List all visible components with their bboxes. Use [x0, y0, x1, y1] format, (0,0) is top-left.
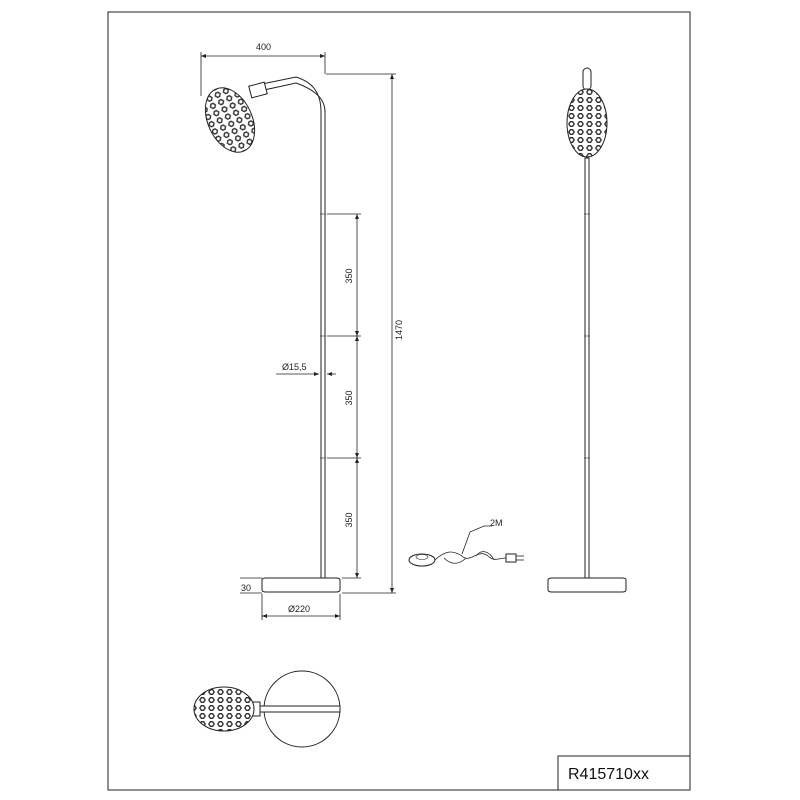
- dim-tube-diameter: Ø15,5: [282, 362, 307, 372]
- dim-segment-2: 350: [344, 390, 354, 405]
- dim-base-height: 30: [241, 583, 251, 593]
- side-shade: [204, 87, 256, 153]
- drawing-frame: [107, 11, 691, 791]
- dim-arm-width: 400: [256, 42, 271, 52]
- side-base: [261, 577, 341, 593]
- dim-base-diameter: Ø220: [288, 604, 310, 614]
- dim-cable-length: 2M: [490, 518, 503, 528]
- dim-segment-1: 350: [344, 268, 354, 283]
- dim-total-height: 1470: [394, 320, 404, 340]
- dim-segment-3: 350: [344, 512, 354, 527]
- front-pole: [584, 157, 590, 579]
- front-view: [547, 67, 627, 593]
- side-pole: [320, 109, 326, 579]
- plug: [505, 553, 517, 563]
- front-arm-top: [582, 67, 592, 91]
- cable-detail: 2M: [408, 518, 524, 567]
- model-code-box: R415710xx: [557, 755, 691, 791]
- front-shade: [566, 88, 608, 158]
- front-base: [547, 577, 627, 593]
- top-arm: [249, 705, 341, 713]
- top-view: [193, 670, 341, 748]
- foot-switch: [408, 553, 436, 567]
- side-view: 400 1470 350 350 350 Ø15,5 30 Ø220: [200, 42, 404, 620]
- side-arm: [261, 76, 326, 113]
- model-code: R415710xx: [568, 766, 649, 783]
- top-shade: [193, 686, 255, 732]
